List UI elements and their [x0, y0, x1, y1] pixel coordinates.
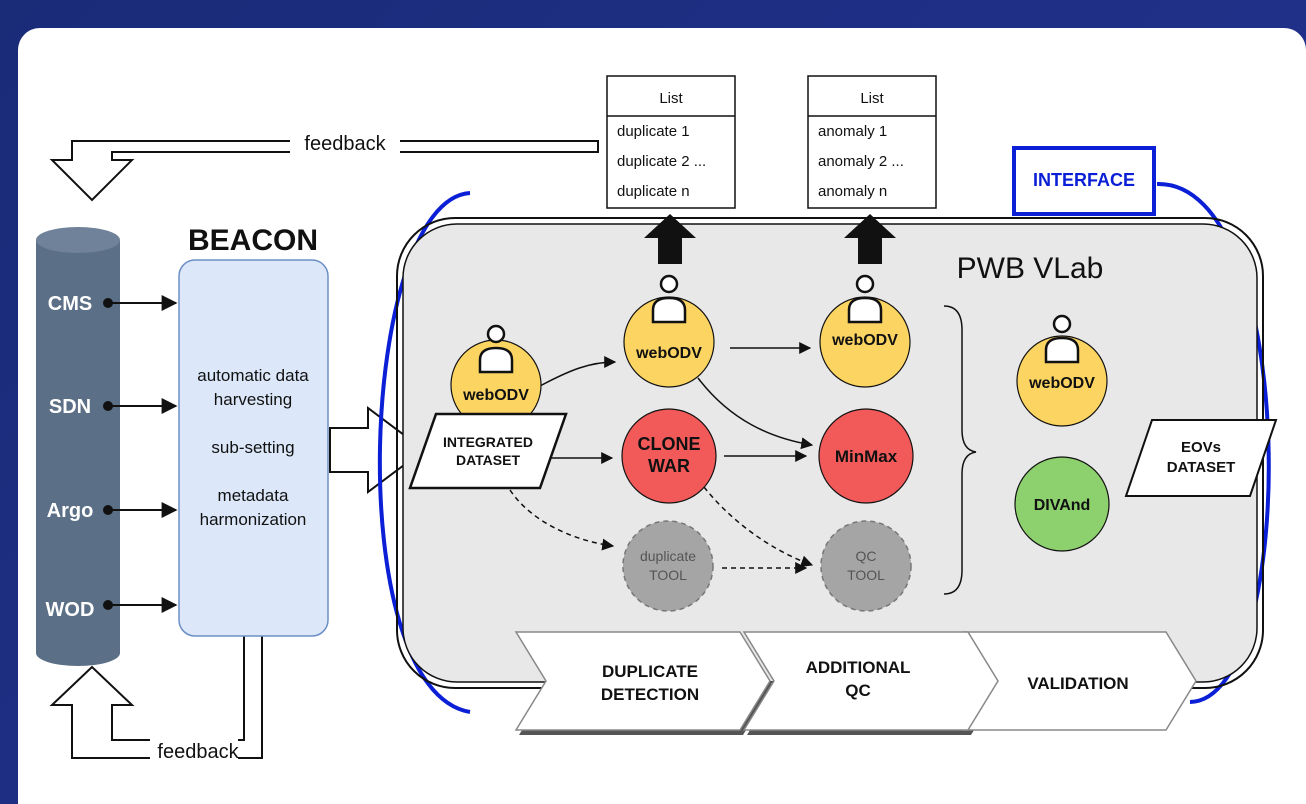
beacon-task-harvesting-1: automatic data [197, 366, 309, 385]
webodv-node-2: webODV [623, 274, 715, 388]
webodv-label: webODV [1028, 375, 1095, 392]
stage-additional-qc [742, 631, 999, 731]
list-anomalies: List anomaly 1 anomaly 2 ... anomaly n [807, 75, 937, 209]
qc-tool-line1: QC [856, 548, 877, 564]
source-argo: Argo [47, 500, 94, 522]
integrated-dataset-box [408, 412, 568, 490]
user-icon [478, 324, 514, 374]
divand-label: DIVAnd [1034, 497, 1091, 514]
duplicate-tool-node [622, 520, 714, 612]
list-item: anomaly 2 ... [818, 153, 904, 170]
diagram-card: feedback feedback CMS SDN Argo WOD [18, 28, 1306, 804]
stage-duplicate-detection [514, 631, 771, 731]
minmax-node [818, 408, 914, 504]
eovs-dataset-line2: DATASET [1167, 459, 1236, 476]
minmax-label: MinMax [835, 447, 898, 466]
stage-qc-line1: ADDITIONAL [806, 658, 911, 677]
vlab-title: PWB VLab [957, 252, 1104, 285]
interface-label: INTERFACE [1033, 170, 1135, 190]
integrated-dataset-line2: DATASET [456, 452, 520, 468]
stage-duplicate-line2: DETECTION [601, 685, 699, 704]
duplicate-tool-line1: duplicate [640, 548, 696, 564]
clone-war-line1: CLONE [638, 434, 701, 454]
validation-bracket [943, 305, 977, 595]
beacon-title: BEACON [188, 224, 318, 257]
user-icon [847, 274, 883, 324]
list-anomalies-header: List [860, 90, 884, 107]
clone-war-node [621, 408, 717, 504]
list-duplicates-header: List [659, 90, 683, 107]
beacon-task-metadata-2: harmonization [200, 510, 307, 529]
source-sdn: SDN [49, 396, 91, 418]
eovs-dataset-box [1124, 419, 1278, 497]
integrated-dataset-line1: INTEGRATED [443, 434, 533, 450]
webodv-node-3: webODV [819, 274, 911, 388]
source-arrows [103, 295, 178, 613]
up-arrow-anomalies [844, 214, 896, 264]
flow-connectors [509, 342, 814, 574]
list-item: duplicate 2 ... [617, 153, 706, 170]
list-item: duplicate 1 [617, 123, 690, 140]
user-icon [651, 274, 687, 324]
up-arrow-duplicates [644, 214, 696, 264]
interface-box [1012, 146, 1156, 216]
webodv-node-4: webODV [1016, 314, 1108, 427]
list-item: anomaly n [818, 183, 887, 200]
stage-duplicate-line1: DUPLICATE [602, 662, 698, 681]
qc-tool-line2: TOOL [847, 567, 885, 583]
webodv-label: webODV [831, 332, 898, 349]
webodv-node-1: webODV [450, 324, 542, 431]
source-cms: CMS [48, 293, 92, 315]
beacon-task-harvesting-2: harvesting [214, 390, 292, 409]
beacon-task-metadata-1: metadata [218, 486, 289, 505]
beacon-task-subsetting: sub-setting [211, 438, 294, 457]
clone-war-line2: WAR [648, 456, 690, 476]
divand-node [1014, 456, 1110, 552]
workflow-diagram: feedback feedback CMS SDN Argo WOD [36, 75, 1278, 763]
feedback-top-arrow [49, 140, 599, 202]
qc-tool-node [820, 520, 912, 612]
webodv-label: webODV [635, 345, 702, 362]
cylinder-cms [36, 227, 120, 357]
source-wod: WOD [46, 599, 95, 621]
list-item: duplicate n [617, 183, 690, 200]
list-duplicates: List duplicate 1 duplicate 2 ... duplica… [606, 75, 736, 209]
user-icon [1044, 314, 1080, 364]
list-item: anomaly 1 [818, 123, 887, 140]
feedback-top-label: feedback [304, 133, 386, 155]
duplicate-tool-line2: TOOL [649, 567, 687, 583]
interface-bracket-left [377, 191, 471, 714]
eovs-dataset-line1: EOVs [1181, 439, 1221, 456]
stage-chevrons [514, 631, 1197, 735]
webodv-label: webODV [462, 387, 529, 404]
feedback-bottom-arrow [49, 633, 263, 759]
stage-validation-label: VALIDATION [1027, 674, 1128, 693]
beacon-box [178, 259, 329, 637]
stage-qc-line2: QC [845, 681, 871, 700]
feedback-bottom-label: feedback [157, 741, 239, 763]
